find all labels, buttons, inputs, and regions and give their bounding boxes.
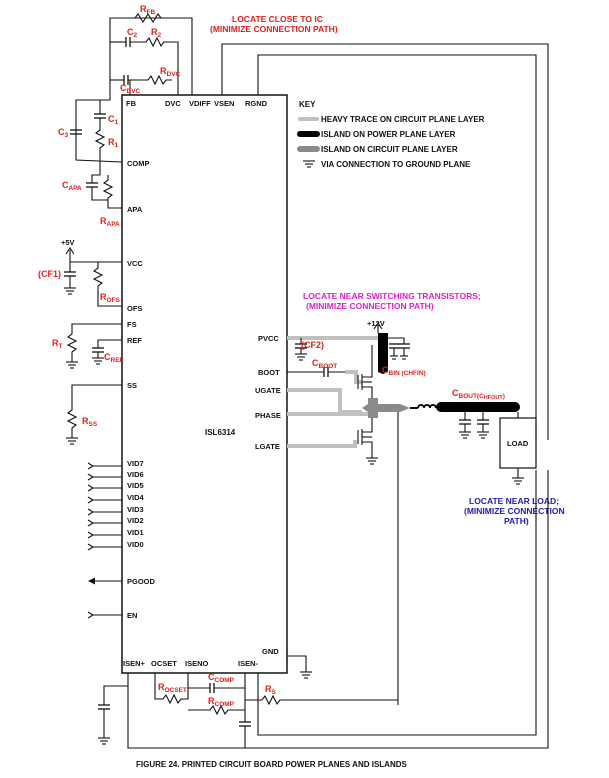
pin-vid7: VID7 — [127, 459, 144, 468]
c1-label: C1 — [108, 114, 119, 126]
isen-network — [98, 470, 549, 749]
pin-comp: COMP — [127, 159, 150, 168]
gnd-connection — [287, 655, 312, 679]
pin-vid4: VID4 — [127, 493, 145, 502]
cf2-label: (CF2) — [301, 340, 324, 350]
pin-apa: APA — [127, 205, 143, 214]
fs-ref-ss-network — [66, 323, 122, 445]
rcomp-label: RCOMP — [208, 696, 235, 708]
comp-network — [70, 95, 123, 209]
ic-name: ISL6314 — [205, 428, 236, 437]
pin-ref: REF — [127, 336, 142, 345]
ic-note-line1: LOCATE CLOSE TO IC — [232, 14, 323, 24]
pin-vid0: VID0 — [127, 540, 144, 549]
rss-label: RSS — [82, 416, 98, 428]
pin-pgood: PGOOD — [127, 577, 156, 586]
cdvc-label: CDVC — [120, 83, 141, 95]
cf1-label: (CF1) — [38, 269, 61, 279]
pin-iseno: ISENO — [185, 659, 209, 668]
rs-label: RS — [265, 684, 277, 696]
r2-label: R2 — [151, 27, 162, 39]
load-note-line1: LOCATE NEAR LOAD; — [469, 496, 559, 506]
pin-vid3: VID3 — [127, 505, 144, 514]
cref-label: CREF — [104, 352, 124, 364]
pin-vsen: VSEN — [214, 99, 234, 108]
ccomp-label: CCOMP — [208, 672, 235, 684]
v12-label: +12V — [367, 319, 385, 328]
load-note-line3: PATH) — [504, 516, 529, 526]
pin-isen-plus: ISEN+ — [123, 659, 146, 668]
feedback-network — [109, 12, 549, 440]
pin-fb: FB — [126, 99, 137, 108]
cbin-label: CBIN (CHFIN) — [382, 365, 426, 377]
r1-label: R1 — [108, 137, 119, 149]
load-label: LOAD — [507, 439, 529, 448]
pin-ugate: UGATE — [255, 386, 281, 395]
c3-label: C3 — [58, 127, 69, 139]
rdvc-label: RDVC — [160, 66, 181, 78]
pin-ss: SS — [127, 381, 137, 390]
pin-en: EN — [127, 611, 137, 620]
pin-vid6: VID6 — [127, 470, 144, 479]
ic-body — [121, 94, 288, 674]
switch-note-line2: (MINIMIZE CONNECTION PATH) — [306, 301, 434, 311]
vcc-network — [64, 247, 122, 307]
switch-note-line1: LOCATE NEAR SWITCHING TRANSISTORS; — [303, 291, 481, 301]
pin-vcc: VCC — [127, 259, 143, 268]
pin-gnd: GND — [262, 647, 279, 656]
pin-dvc: DVC — [165, 99, 181, 108]
pin-boot: BOOT — [258, 368, 280, 377]
pin-rgnd: RGND — [245, 99, 268, 108]
key-item-heavy-trace: HEAVY TRACE ON CIRCUIT PLANE LAYER — [321, 115, 485, 124]
pin-vdiff: VDIFF — [189, 99, 211, 108]
pin-vid2: VID2 — [127, 516, 144, 525]
pin-vid1: VID1 — [127, 528, 144, 537]
key-title: KEY — [299, 100, 316, 109]
rt-label: RT — [52, 338, 63, 350]
ic-note-line2: (MINIMIZE CONNECTION PATH) — [210, 24, 338, 34]
pin-lgate: LGATE — [255, 442, 280, 451]
power-stage — [287, 322, 537, 705]
key-legend: KEY HEAVY TRACE ON CIRCUIT PLANE LAYER I… — [297, 100, 485, 169]
c2-label: C2 — [127, 27, 138, 39]
pin-vid5: VID5 — [127, 481, 144, 490]
v5-label: +5V — [61, 238, 75, 247]
pin-phase: PHASE — [255, 411, 281, 420]
rfb-label: RFB — [140, 4, 155, 16]
pin-ofs: OFS — [127, 304, 142, 313]
pin-ocset: OCSET — [151, 659, 177, 668]
vid-inputs — [87, 462, 122, 619]
key-item-power-island: ISLAND ON POWER PLANE LAYER — [321, 130, 456, 139]
rofs-label: ROFS — [100, 292, 121, 304]
key-item-via: VIA CONNECTION TO GROUND PLANE — [321, 160, 471, 169]
pin-isen-minus: ISEN- — [238, 659, 259, 668]
pin-pvcc: PVCC — [258, 334, 279, 343]
load-note-line2: (MINIMIZE CONNECTION — [464, 506, 565, 516]
key-item-circuit-island: ISLAND ON CIRCUIT PLANE LAYER — [321, 145, 458, 154]
figure-caption: FIGURE 24. PRINTED CIRCUIT BOARD POWER P… — [136, 760, 407, 769]
rocset-label: ROCSET — [158, 682, 187, 694]
capa-label: CAPA — [62, 180, 82, 192]
cboot-label: CBOOT — [312, 358, 337, 370]
rapa-label: RAPA — [100, 216, 120, 228]
pin-fs: FS — [127, 320, 137, 329]
cbout-label: CBOUT(CHFOUT) — [452, 388, 505, 401]
